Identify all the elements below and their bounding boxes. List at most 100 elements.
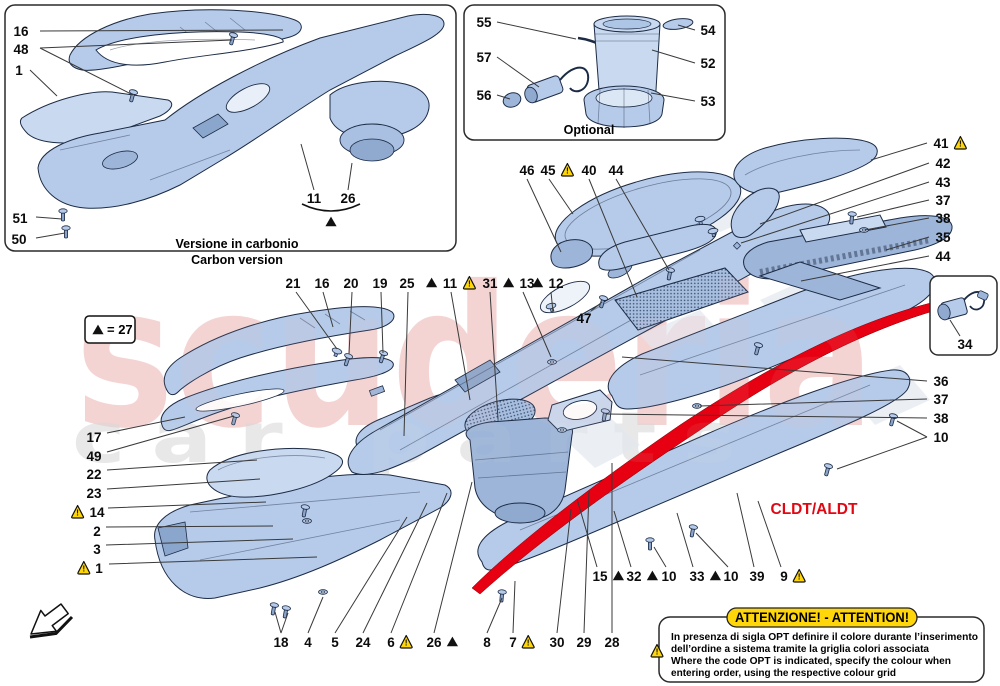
callout-u-44: 44 [608,163,624,178]
callout-br-10a: 10 [661,569,676,584]
callout-u-40: 40 [581,163,596,178]
callout-b-28: 28 [604,635,620,650]
callout-label: 48 [13,42,29,57]
callout-label: 8 [483,635,491,650]
legend-text: = 27 [107,322,133,337]
callout-label: 14 [89,505,105,520]
callout-br-9: 9 [780,568,806,584]
carbon-caption-en: Carbon version [191,253,283,267]
callout-r-42: 42 [935,156,950,171]
callout-label: 21 [285,276,301,291]
callout-label: 43 [935,175,951,190]
warning-triangle-icon [77,560,91,575]
callout-label: 36 [933,374,949,389]
callout-m-16: 16 [314,276,330,291]
callout-opt-55: 55 [476,15,492,30]
callout-l-22: 22 [86,467,101,482]
callout-c-47: 47 [576,311,591,326]
armrest-pad [733,137,878,195]
callout-b-4: 4 [304,635,312,650]
note-triangle-icon [646,570,658,581]
callout-label: 38 [935,211,951,226]
callout-r-36: 36 [933,374,949,389]
power-socket [937,290,989,321]
callout-r-10: 10 [933,430,948,445]
callout-inset-1: 1 [15,63,23,78]
warning-triangle-icon [560,162,574,177]
callout-label: 40 [581,163,596,178]
callout-label: 34 [957,337,973,352]
callout-m-25: 25 [399,276,415,291]
callout-opt-56: 56 [476,88,492,103]
warning-note-header [726,607,918,628]
callout-label: 53 [700,94,716,109]
callout-label: 55 [476,15,492,30]
ashtray-holder [583,85,665,128]
callout-label: 54 [700,23,716,38]
callout-inset-51: 51 [12,211,28,226]
callout-label: 11 [443,276,458,291]
callout-inset-11: 11 [307,191,322,206]
socket-inset [929,275,998,356]
warning-note-line3: Where the code OPT is indicated, specify… [671,656,951,667]
callout-label: 46 [519,163,535,178]
callout-label: 49 [86,449,101,464]
callout-label: 10 [723,569,738,584]
callout-label: 18 [273,635,289,650]
carbon-flat-panel [19,91,173,144]
callout-r-41: 41 [933,135,967,151]
callout-inset-50: 50 [11,232,26,247]
callout-label: 25 [399,276,415,291]
legend-box: = 27 [84,315,136,344]
callout-label: 13 [519,276,535,291]
callout-label: 37 [935,193,950,208]
callout-r-43: 43 [935,175,951,190]
callout-inset-16: 16 [13,24,29,39]
callout-opt-57: 57 [476,50,491,65]
callout-b-24: 24 [355,635,371,650]
callout-l-14: 14 [71,504,105,520]
callout-br-32: 32 [626,569,658,584]
callout-r-35: 35 [935,230,951,245]
callout-r-44: 44 [935,249,951,264]
callout-b-26: 26 [426,635,458,650]
callout-label: 26 [340,191,356,206]
callout-b-5: 5 [331,635,339,650]
warning-note-title: ATTENZIONE! - ATTENTION! [735,610,909,625]
callout-label: 26 [426,635,442,650]
callout-label: 19 [372,276,387,291]
callout-opt-54: 54 [700,23,716,38]
callout-r-37: 37 [935,193,950,208]
callout-label: 16 [13,24,29,39]
warning-note-line1: In presenza di sigla OPT definire il col… [671,632,978,643]
callout-label: 33 [689,569,705,584]
callout-l-49: 49 [86,449,101,464]
callout-r-34: 34 [957,337,973,352]
callout-l-23: 23 [86,486,102,501]
callout-inset-48: 48 [13,42,29,57]
callout-label: 37 [933,392,948,407]
callout-label: 38 [933,411,949,426]
callout-label: 3 [93,542,101,557]
callout-label: 5 [331,635,339,650]
note-triangle-icon [446,636,458,647]
callout-label: 35 [935,230,951,245]
callout-br-33: 33 [689,569,721,584]
callout-label: 24 [355,635,371,650]
carbon-frame [95,31,284,66]
callout-b-8: 8 [483,635,491,650]
warning-triangle-icon [71,504,85,519]
callout-u-46: 46 [519,163,535,178]
callout-label: 9 [780,569,788,584]
warning-note-line2: dell’ordine a sistema tramite la griglia… [671,644,929,655]
callout-r-38: 38 [935,211,951,226]
callout-l-2: 2 [93,524,101,539]
note-triangle-icon [709,570,721,581]
callout-label: 20 [343,276,358,291]
callout-br-15: 15 [592,569,624,584]
callout-label: 17 [86,430,101,445]
callout-br-39: 39 [749,569,764,584]
callout-label: 15 [592,569,608,584]
